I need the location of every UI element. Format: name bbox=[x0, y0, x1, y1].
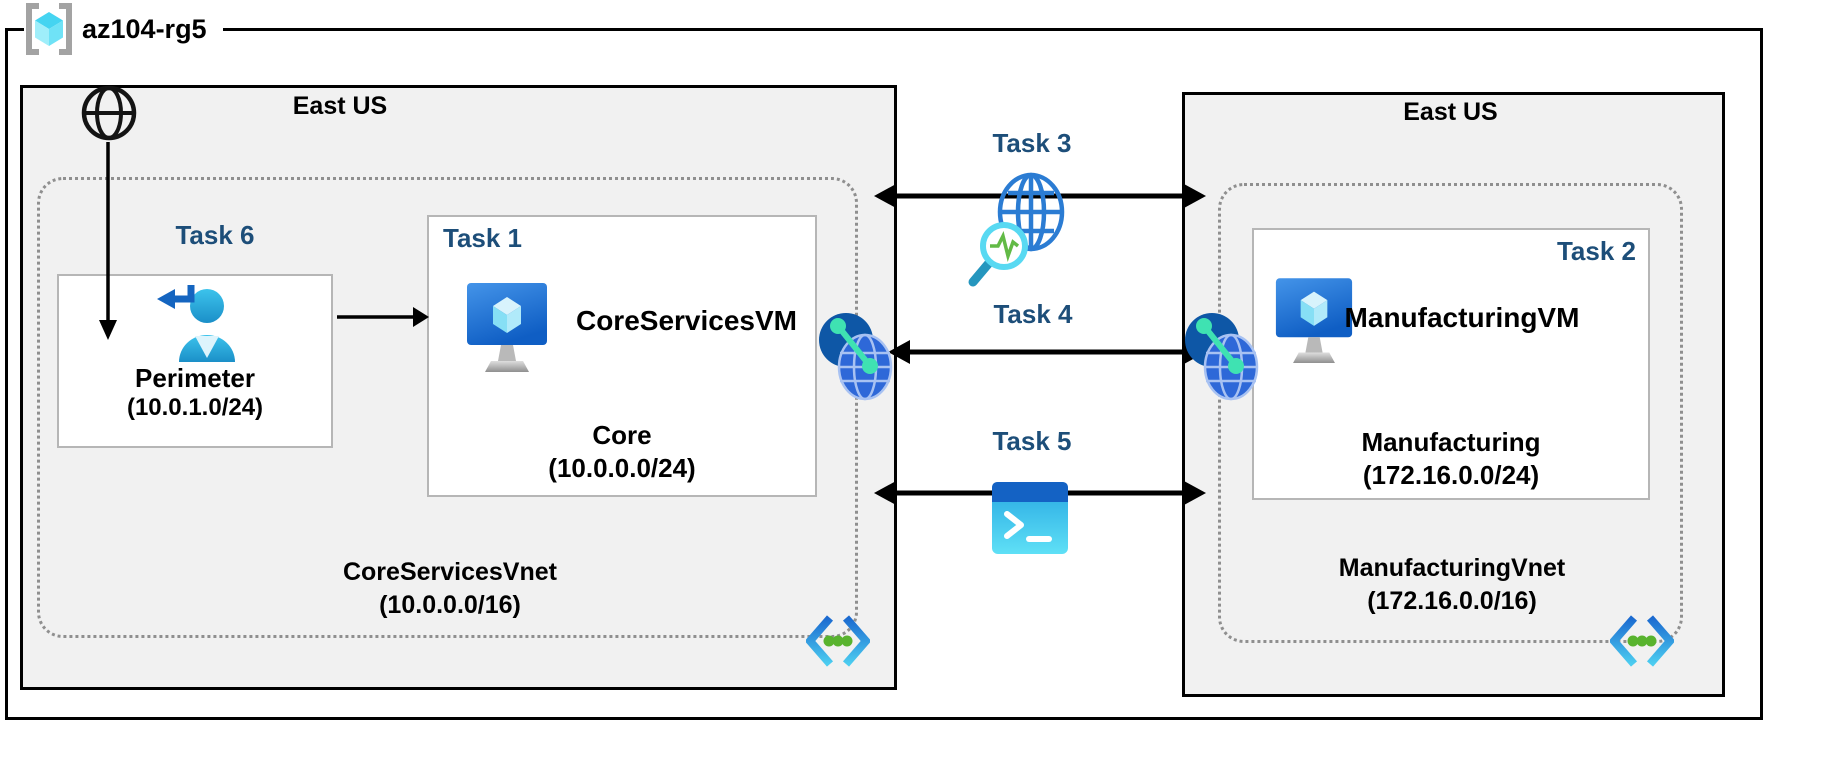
resource-group-label: az104-rg5 bbox=[24, 0, 223, 58]
vnet-peering-icon-right bbox=[1184, 306, 1260, 402]
arrow-perimeter-to-core bbox=[337, 301, 431, 333]
perimeter-subnet-box: Perimeter (10.0.1.0/24) bbox=[57, 274, 333, 448]
task6-label: Task 6 bbox=[175, 220, 255, 250]
core-vm-icon bbox=[465, 281, 549, 379]
perimeter-subnet-name: Perimeter bbox=[135, 363, 255, 393]
core-subnet-name: Core bbox=[592, 420, 652, 450]
cloud-shell-icon bbox=[991, 478, 1069, 556]
task2-label: Task 2 bbox=[1556, 236, 1636, 266]
manufacturing-subnet-cidr: (172.16.0.0/24) bbox=[1362, 459, 1540, 490]
perimeter-subnet-cidr: (10.0.1.0/24) bbox=[126, 393, 264, 421]
region-right-location: East US bbox=[1403, 98, 1498, 126]
task3-label: Task 3 bbox=[992, 128, 1072, 158]
arrow-internet-to-perimeter bbox=[90, 142, 126, 342]
task4-arrow bbox=[886, 336, 1208, 368]
core-subnet-cidr: (10.0.0.0/24) bbox=[548, 452, 696, 483]
core-subnet-box: Task 1 CoreServicesVM Core (10.0.0.0/24) bbox=[427, 215, 817, 497]
guest-user-icon bbox=[151, 280, 239, 364]
virtual-network-icon-left bbox=[806, 612, 870, 670]
manufacturing-subnet-name: Manufacturing bbox=[1361, 427, 1541, 457]
internet-globe-icon bbox=[80, 84, 138, 142]
resource-group-icon bbox=[24, 1, 74, 57]
network-watcher-icon bbox=[962, 172, 1074, 290]
core-services-vnet-box bbox=[37, 177, 858, 638]
manufacturing-subnet-box: Task 2 ManufacturingVM Manufacturing (17… bbox=[1252, 228, 1650, 500]
task5-label: Task 5 bbox=[992, 426, 1072, 456]
resource-group-name: az104-rg5 bbox=[82, 13, 207, 44]
manufacturing-vnet-box bbox=[1218, 183, 1683, 643]
manufacturing-vm-icon bbox=[1274, 276, 1354, 370]
manufacturing-vnet-name: ManufacturingVnet bbox=[1338, 554, 1566, 582]
task4-label: Task 4 bbox=[993, 299, 1073, 329]
core-vnet-cidr: (10.0.0.0/16) bbox=[379, 590, 521, 619]
virtual-network-icon-right bbox=[1610, 612, 1674, 670]
region-left-location: East US bbox=[292, 92, 388, 120]
task1-label: Task 1 bbox=[443, 223, 523, 253]
vnet-peering-icon-left bbox=[818, 306, 894, 402]
manufacturing-vnet-cidr: (172.16.0.0/16) bbox=[1367, 586, 1537, 615]
resource-group-box bbox=[5, 28, 1763, 720]
core-vnet-name: CoreServicesVnet bbox=[342, 558, 557, 586]
manufacturing-vm-name: ManufacturingVM bbox=[1344, 302, 1580, 333]
task3-arrow bbox=[872, 180, 1208, 212]
core-vm-name: CoreServicesVM bbox=[575, 305, 797, 336]
